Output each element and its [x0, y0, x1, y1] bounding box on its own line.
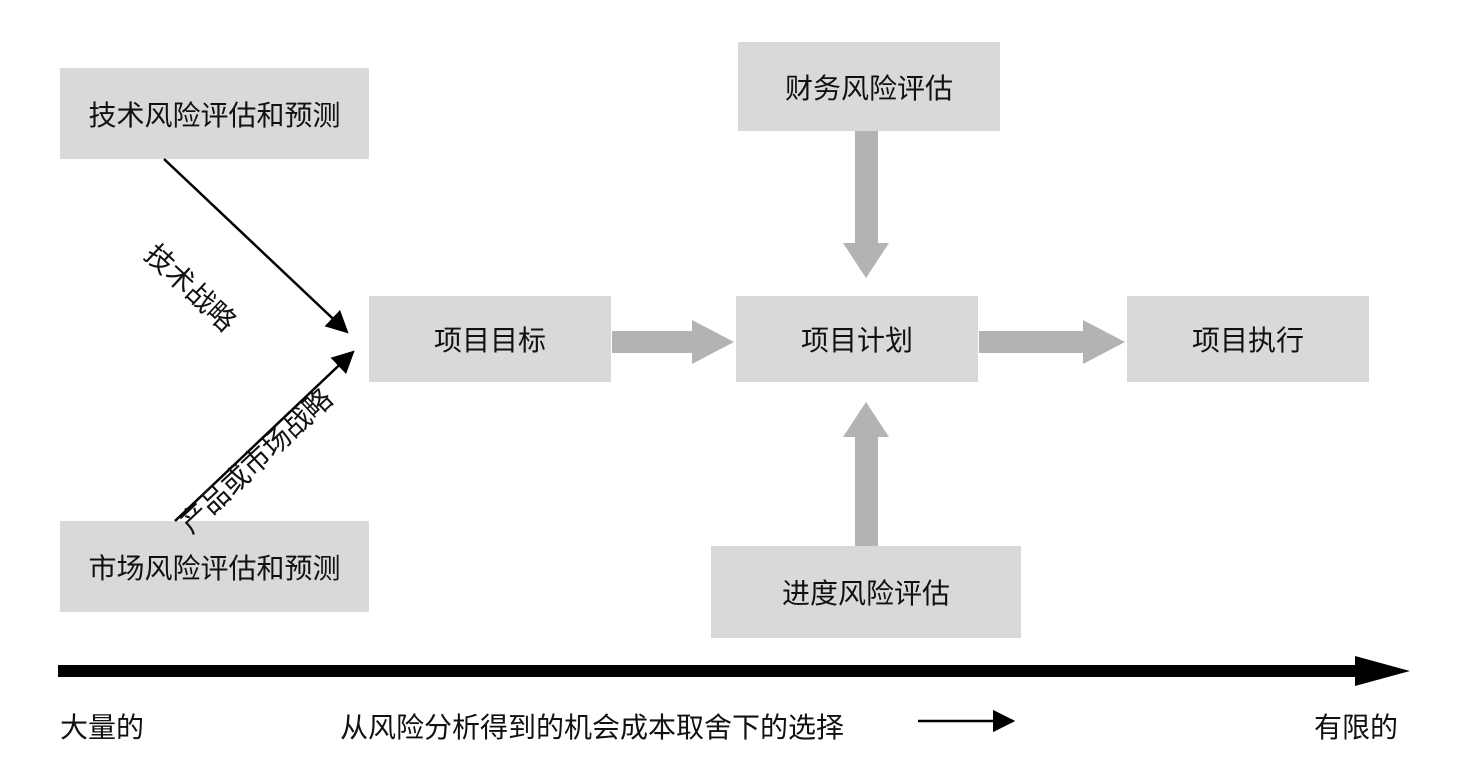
market-strategy-arrow — [174, 350, 355, 522]
tech-strategy-arrow — [163, 158, 349, 334]
finance-risk-box: 财务风险评估 — [738, 42, 1000, 131]
axis-arrow — [58, 656, 1410, 686]
axis-left-label: 大量的 — [60, 711, 145, 744]
tech-risk-box: 技术风险评估和预测 — [60, 68, 369, 159]
project-plan-box: 项目计划 — [736, 296, 978, 382]
project-exec-box: 项目执行 — [1127, 296, 1369, 382]
project-goal-box: 项目目标 — [369, 296, 611, 382]
schedule-risk-box: 进度风险评估 — [711, 546, 1021, 638]
plan-to-exec-arrow — [979, 320, 1125, 364]
axis-center-label: 从风险分析得到的机会成本取舍下的选择 — [340, 711, 845, 744]
tech-risk-label: 技术风险评估和预测 — [88, 98, 341, 132]
project-exec-label: 项目执行 — [1191, 324, 1304, 357]
axis-right-label: 有限的 — [1314, 711, 1399, 744]
finance-risk-label: 财务风险评估 — [784, 71, 953, 105]
market-risk-label: 市场风险评估和预测 — [88, 551, 341, 585]
project-goal-label: 项目目标 — [433, 324, 546, 357]
finance-to-plan-arrow — [843, 131, 889, 278]
schedule-to-plan-arrow — [843, 402, 889, 546]
project-plan-label: 项目计划 — [800, 324, 913, 357]
market-risk-box: 市场风险评估和预测 — [60, 521, 369, 612]
goal-to-plan-arrow — [612, 320, 734, 364]
schedule-risk-label: 进度风险评估 — [781, 577, 950, 610]
